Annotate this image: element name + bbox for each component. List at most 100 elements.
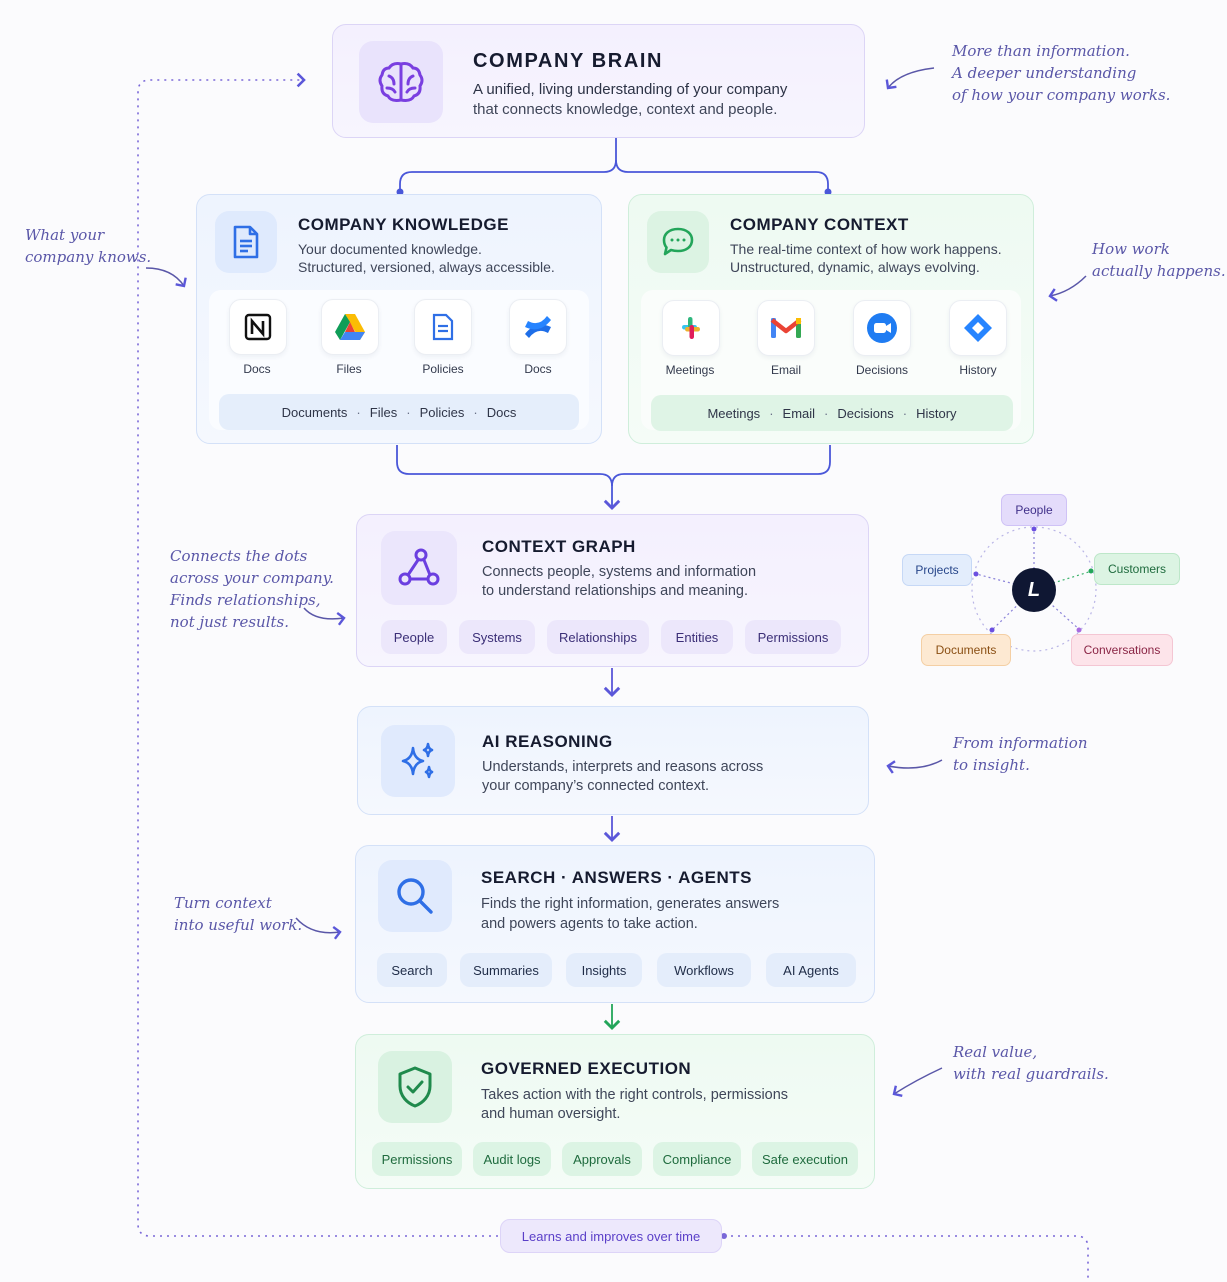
jira-icon [964,314,992,342]
brain-title: COMPANY BRAIN [473,50,664,72]
confluence-app-tile[interactable] [509,299,567,355]
graph-pill-systems[interactable]: Systems [459,620,535,654]
shield-check-icon [398,1066,432,1108]
gmail-app-tile[interactable] [757,300,815,356]
network-node-people: People [1001,494,1067,526]
context-app-label-3: Decisions [855,363,909,377]
jira-app-tile[interactable] [949,300,1007,356]
context-title: COMPANY CONTEXT [730,215,909,234]
shield-icon-tile [378,1051,452,1123]
note-dots: Connects the dots across your company. F… [170,547,334,631]
network-center-label: L [1027,578,1041,601]
brain-description-line1: A unified, living understanding of your … [473,81,788,98]
note-useful: Turn context into useful work. [174,894,303,934]
note-brain: More than information. A deeper understa… [952,42,1171,104]
governed-pill-approvals[interactable]: Approvals [562,1142,642,1176]
context-description-line2: Unstructured, dynamic, always evolving. [730,259,980,275]
note-insight: From information to insight. [953,734,1088,774]
graph-description-line1: Connects people, systems and information [482,564,757,580]
chat-bubble-icon [662,227,694,256]
learning-loop-pill: Learns and improves over time [500,1219,722,1253]
knowledge-app-label-4: Docs [524,362,552,376]
graph-pill-relationships[interactable]: Relationships [547,620,649,654]
network-node-conversations: Conversations [1071,634,1173,666]
knowledge-title: COMPANY KNOWLEDGE [298,215,509,234]
policies-app-tile[interactable] [414,299,472,355]
knowledge-description-line2: Structured, versioned, always accessible… [298,259,555,275]
context-strip-item: History [916,405,957,421]
context-strip-item: Decisions [837,405,894,421]
governed-title: GOVERNED EXECUTION [481,1059,692,1078]
search-description-line1: Finds the right information, generates a… [481,896,780,912]
notion-icon [244,313,272,341]
company-brain-card: COMPANY BRAIN A unified, living understa… [332,24,865,138]
graph-nodes-icon [398,548,440,586]
context-description-line1: The real-time context of how work happen… [730,241,1002,257]
knowledge-app-label-3: Policies [422,362,464,376]
knowledge-description-line1: Your documented knowledge. [298,241,482,257]
knowledge-strip-item: Docs [486,404,517,420]
network-node-documents: Documents [921,634,1011,666]
search-pill-summaries[interactable]: Summaries [460,953,552,987]
slack-app-tile[interactable] [662,300,720,356]
context-app-label-2: Email [770,363,801,377]
search-pill-ai-agents[interactable]: AI Agents [766,953,856,987]
reasoning-description-line1: Understands, interprets and reasons acro… [482,759,764,775]
context-graph-card: CONTEXT GRAPH Connects people, systems a… [356,514,869,667]
context-strip-item: Meetings [707,405,761,421]
ai-reasoning-card: AI REASONING Understands, interprets and… [357,706,869,815]
graph-icon-tile [381,531,457,605]
knowledge-icon-tile [215,211,277,273]
sparkles-icon [401,742,434,779]
search-icon-tile [378,860,452,932]
search-icon [397,878,433,914]
google-drive-app-tile[interactable] [321,299,379,355]
zoom-icon [867,313,897,343]
graph-pill-permissions[interactable]: Permissions [745,620,841,654]
search-pill-workflows[interactable]: Workflows [657,953,751,987]
context-app-label-1: Meetings [665,363,715,377]
zoom-app-tile[interactable] [853,300,911,356]
graph-pill-people[interactable]: People [381,620,447,654]
governed-pill-compliance[interactable]: Compliance [653,1142,741,1176]
context-app-label-4: History [959,363,997,377]
governed-description-line1: Takes action with the right controls, pe… [481,1087,789,1103]
gmail-icon [770,318,802,338]
company-context-card: COMPANY CONTEXT The real-time context of… [628,194,1034,444]
graph-description-line2: to understand relationships and meaning. [482,583,749,599]
context-strip-item: Email [782,405,816,421]
network-node-projects: Projects [902,554,972,586]
company-knowledge-card: COMPANY KNOWLEDGE Your documented knowle… [196,194,602,444]
knowledge-summary-strip: Documents · Files · Policies · Docs [219,394,579,430]
knowledge-strip-item: Policies [419,404,465,420]
governed-pill-safe-execution[interactable]: Safe execution [752,1142,858,1176]
governed-description-line2: and human oversight. [481,1106,621,1122]
search-pill-search[interactable]: Search [377,953,447,987]
search-answers-agents-card: SEARCH · ANSWERS · AGENTS Finds the righ… [355,845,875,1003]
brain-icon [378,62,424,102]
graph-title: CONTEXT GRAPH [482,537,636,556]
policy-document-icon [432,313,454,341]
knowledge-strip-item: Files [369,404,398,420]
note-value: Real value, with real guardrails. [953,1043,1109,1083]
reasoning-title: AI REASONING [482,732,613,751]
brain-icon-tile [359,41,443,123]
governed-execution-card: GOVERNED EXECUTION Takes action with the… [355,1034,875,1189]
network-node-customers: Customers [1094,553,1180,585]
notion-app-tile[interactable] [229,299,287,355]
governed-pill-audit-logs[interactable]: Audit logs [473,1142,551,1176]
graph-pill-entities[interactable]: Entities [661,620,733,654]
knowledge-strip-item: Documents [281,404,348,420]
brain-description-line2: that connects knowledge, context and peo… [473,101,778,118]
governed-pill-permissions[interactable]: Permissions [372,1142,462,1176]
context-summary-strip: Meetings · Email · Decisions · History [651,395,1013,431]
reasoning-description-line2: your company’s connected context. [482,778,710,794]
note-work: How work actually happens. [1092,240,1226,280]
context-icon-tile [647,211,709,273]
knowledge-app-label-2: Files [336,362,362,376]
note-knows: What your company knows. [25,226,152,266]
reasoning-icon-tile [381,725,455,797]
search-pill-insights[interactable]: Insights [566,953,642,987]
